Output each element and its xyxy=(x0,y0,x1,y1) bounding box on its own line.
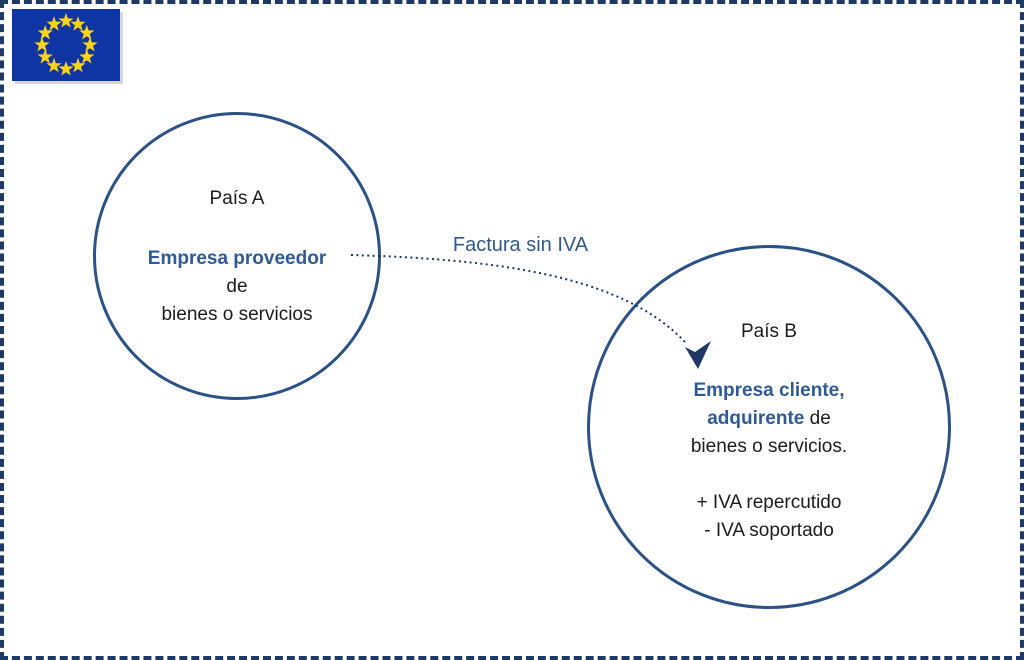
country-b-content: País B Empresa cliente, adquirente de bi… xyxy=(590,318,948,545)
country-a-content: País A Empresa proveedor de bienes o ser… xyxy=(96,185,378,329)
vat-output-line: + IVA repercutido xyxy=(696,492,842,513)
client-entity-line1: Empresa cliente, xyxy=(693,380,845,401)
country-a-circle: País A Empresa proveedor de bienes o ser… xyxy=(93,112,381,400)
client-entity-line2-bold: adquirente xyxy=(707,408,805,429)
client-entity-line2-rest: de xyxy=(804,408,831,429)
eu-flag-icon xyxy=(12,9,120,81)
client-entity-line3: bienes o servicios. xyxy=(690,436,848,457)
invoice-flow-label: Factura sin IVA xyxy=(452,234,589,256)
supplier-entity-line3: bienes o servicios xyxy=(161,304,313,325)
spacer xyxy=(590,346,948,377)
vat-input-line: - IVA soportado xyxy=(704,520,834,541)
spacer xyxy=(590,461,948,489)
supplier-entity-label: Empresa proveedor xyxy=(147,248,327,269)
spacer xyxy=(96,213,378,245)
supplier-entity-line2: de xyxy=(226,276,248,297)
country-b-circle: País B Empresa cliente, adquirente de bi… xyxy=(587,245,951,609)
country-a-title: País A xyxy=(209,188,265,209)
country-b-title: País B xyxy=(741,321,797,342)
client-entity-line2: adquirente de xyxy=(590,405,948,433)
